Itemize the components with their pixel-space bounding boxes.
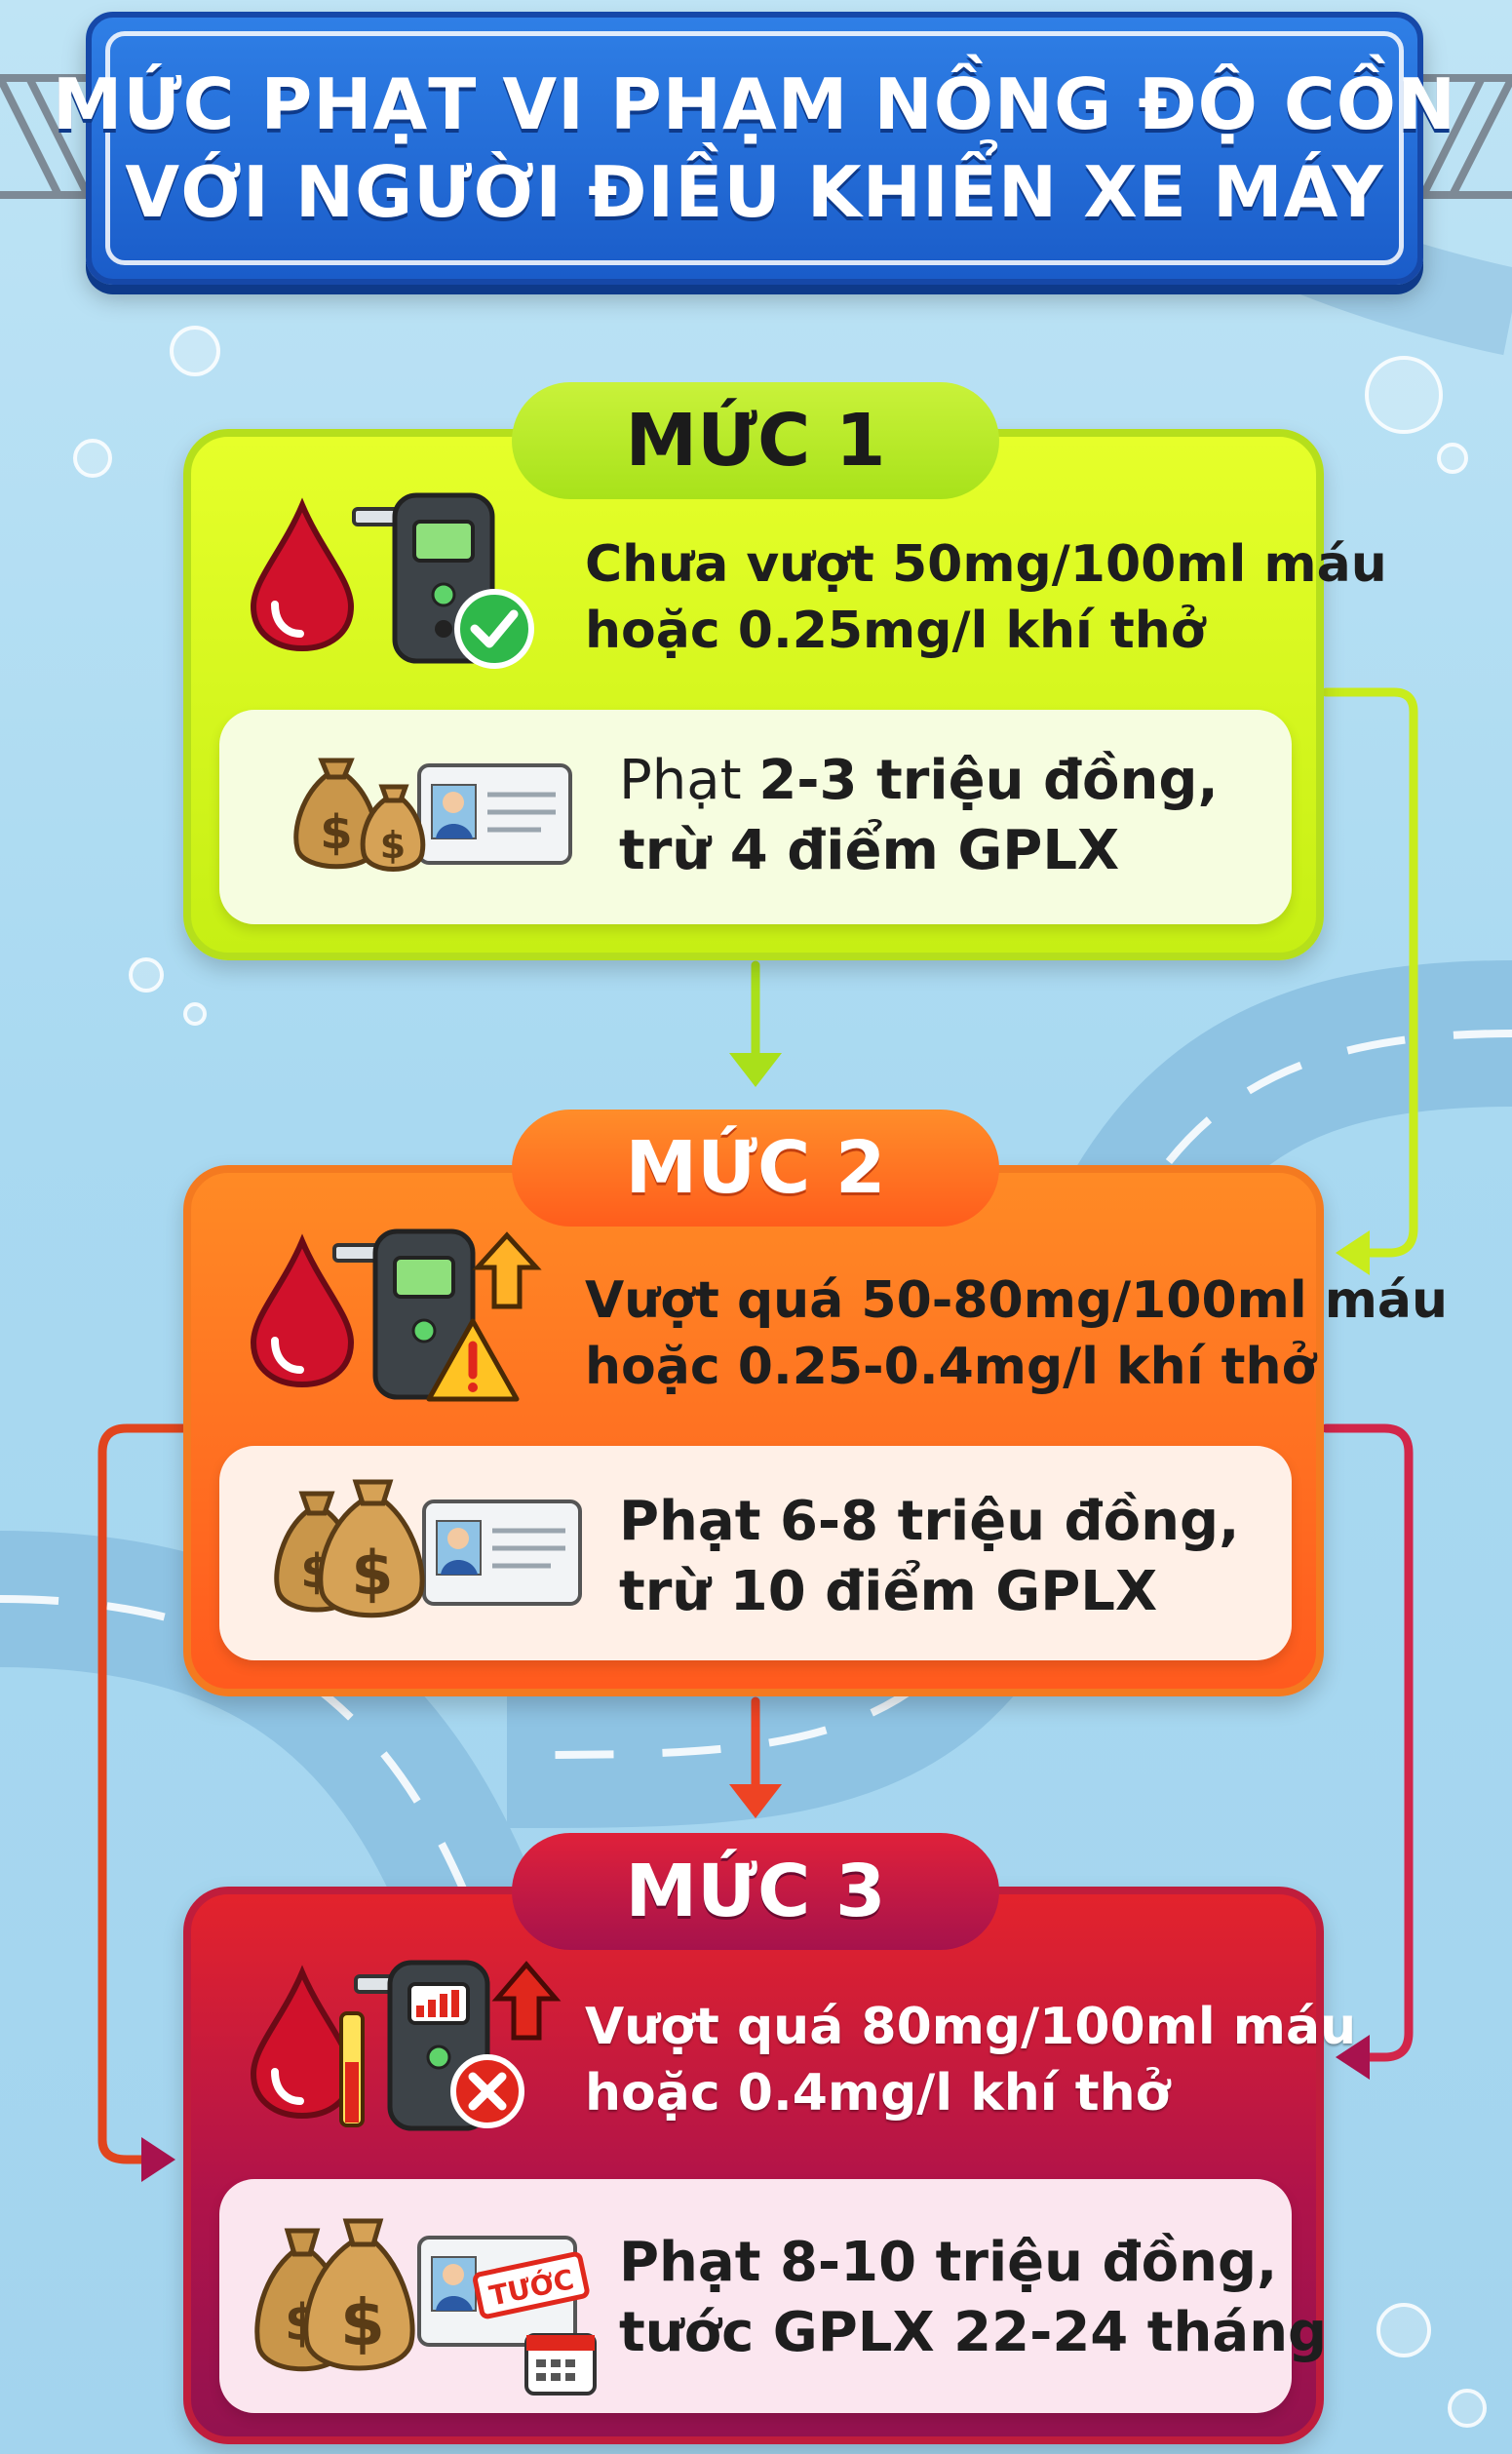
level-1-condition-line-2: hoặc 0.25mg/l khí thở (585, 602, 1206, 660)
level-2-condition-line-1: Vượt quá 50-80mg/100ml máu (585, 1271, 1449, 1330)
level-1-penalty-prefix: Phạt (619, 749, 759, 812)
level-2-penalty-text: Phạt 6-8 triệu đồng, trừ 10 điểm GPLX (619, 1487, 1239, 1627)
breathalyzer-fail-icon (339, 1960, 562, 2131)
level-3-condition: Vượt quá 80mg/100ml máu hoặc 0.4mg/l khí… (585, 1994, 1356, 2126)
level-2-penalty-line-2: trừ 10 điểm GPLX (619, 1560, 1158, 1623)
breathalyzer-ok-icon (352, 492, 534, 669)
money-bag-license-icon: $ $ (293, 758, 572, 872)
level-2-penalty-line-1: Phạt 6-8 triệu đồng, (619, 1490, 1240, 1553)
title-banner: MỨC PHẠT VI PHẠM NỒNG ĐỘ CỒN VỚI NGƯỜI Đ… (53, 12, 1455, 285)
level-1-penalty-line-2: trừ 4 điểm GPLX (619, 819, 1120, 882)
svg-text:$: $ (380, 824, 406, 867)
level-3-penalty-text: Phạt 8-10 triệu đồng, tước GPLX 22-24 th… (619, 2228, 1327, 2368)
money-bags-license-icon: $ $ (274, 1479, 582, 1618)
level-3-condition-line-1: Vượt quá 80mg/100ml máu (585, 1998, 1357, 2056)
level-2-label: MỨC 2 (512, 1110, 999, 1227)
svg-text:$: $ (340, 2285, 385, 2360)
blood-drop-icon (250, 1233, 355, 1388)
level-2-condition: Vượt quá 50-80mg/100ml máu hoặc 0.25-0.4… (585, 1267, 1448, 1400)
breathalyzer-warning-icon (332, 1228, 542, 1402)
level-1-penalty-text: Phạt 2-3 triệu đồng, trừ 4 điểm GPLX (619, 746, 1219, 886)
svg-text:$: $ (351, 1538, 393, 1609)
level-3-penalty-line-1: Phạt 8-10 triệu đồng, (619, 2231, 1278, 2294)
level-1-condition: Chưa vượt 50mg/100ml máu hoặc 0.25mg/l k… (585, 531, 1387, 664)
level-2-condition-line-2: hoặc 0.25-0.4mg/l khí thở (585, 1338, 1317, 1396)
blood-drop-icon (250, 497, 355, 652)
money-bags-revoked-license-icon: TƯỚC $ $ (254, 2218, 597, 2396)
level-1-condition-line-1: Chưa vượt 50mg/100ml máu (585, 535, 1387, 594)
level-3-label: MỨC 3 (512, 1833, 999, 1950)
title-line-1: MỨC PHẠT VI PHẠM NỒNG ĐỘ CỒN (52, 63, 1457, 145)
svg-text:$: $ (320, 805, 352, 860)
level-1-label: MỨC 1 (512, 382, 999, 499)
level-3-condition-line-2: hoặc 0.4mg/l khí thở (585, 2064, 1171, 2123)
level-1-penalty-amount: 2-3 triệu đồng, (758, 749, 1219, 812)
level-3-penalty-line-2: tước GPLX 22-24 tháng (619, 2301, 1328, 2364)
title-line-2: VỚI NGƯỜI ĐIỀU KHIỂN XE MÁY (125, 151, 1384, 233)
